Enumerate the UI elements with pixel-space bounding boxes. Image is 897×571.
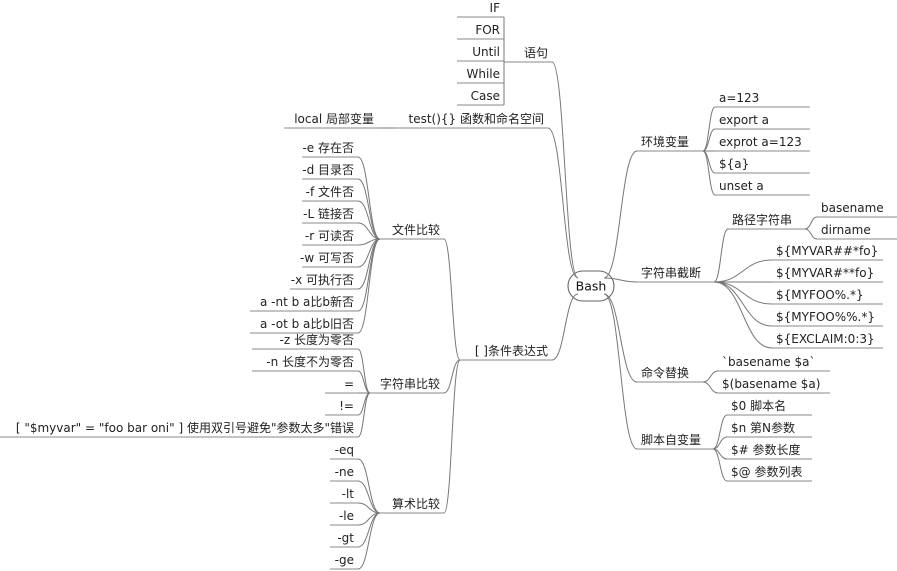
edge: [357, 502, 381, 514]
edge: [702, 381, 719, 394]
leaf-node: $# 参数长度: [731, 442, 801, 457]
leaf-node: -f 文件否: [306, 184, 354, 199]
edge: [702, 370, 719, 383]
leaf-node: export a: [719, 113, 769, 127]
leaf-node: =: [344, 377, 354, 391]
leaf-node: -z 长度为零否: [280, 332, 354, 347]
branch-node: 字符串比较: [380, 376, 440, 391]
leaf-node: ${MYFOO%%.*}: [776, 310, 875, 324]
leaf-node: $0 脚本名: [731, 398, 786, 413]
leaf-node: $n 第N参数: [731, 420, 795, 435]
edge: [357, 238, 381, 312]
edge: [702, 150, 716, 196]
edge: [443, 359, 461, 514]
edge: [713, 281, 773, 327]
leaf-node: -d 目录否: [302, 163, 354, 177]
edge: [804, 228, 818, 240]
leaf-node: basename: [821, 201, 884, 215]
edge: [713, 228, 729, 283]
edge: [357, 178, 381, 240]
leaf-node: $@ 参数列表: [731, 464, 802, 479]
edge: [547, 127, 579, 279]
edge: [357, 370, 371, 394]
edge: [443, 359, 461, 394]
edge: [713, 281, 773, 349]
leaf-node: IF: [490, 1, 501, 15]
edge: [712, 436, 728, 450]
leaf-node: a=123: [719, 91, 759, 105]
branch-node: 字符串截断: [641, 265, 701, 280]
leaf-node: a -ot b a比b旧否: [260, 317, 354, 331]
leaf-node: Until: [472, 45, 500, 59]
leaf-node: !=: [339, 399, 354, 413]
edge: [357, 392, 371, 438]
edge: [712, 448, 728, 482]
branch-node: 环境变量: [641, 134, 689, 149]
leaf-node: `basename $a`: [722, 355, 815, 369]
branch-node: test(){} 函数和命名空间: [409, 111, 545, 126]
edge: [551, 61, 579, 279]
leaf-node: ${a}: [719, 157, 749, 171]
edge: [357, 480, 381, 514]
edge: [713, 259, 773, 283]
leaf-node: FOR: [475, 23, 500, 37]
leaf-node: -eq: [335, 443, 354, 457]
leaf-node: -L 链接否: [303, 206, 354, 221]
edge: [357, 200, 381, 240]
edge: [702, 106, 716, 152]
branch-node: 文件比较: [392, 222, 440, 237]
leaf-node: -w 可写否: [300, 251, 354, 265]
edge: [603, 293, 638, 383]
edge: [551, 293, 579, 361]
leaf-node: -le: [339, 509, 354, 523]
edge: [713, 281, 773, 305]
leaf-node: unset a: [719, 179, 764, 193]
root-label: Bash: [576, 279, 607, 294]
leaf-node: ${MYFOO%.*}: [776, 288, 864, 302]
branch-node: 路径字符串: [732, 212, 792, 227]
leaf-node: Case: [471, 89, 500, 103]
edge: [357, 512, 381, 570]
branch-node: 算术比较: [392, 496, 440, 511]
branch-node: 脚本自变量: [641, 432, 701, 447]
leaf-node: -n 长度不为零否: [266, 354, 354, 369]
leaf-node: ${EXCLAIM:0:3}: [776, 332, 875, 346]
edge: [357, 348, 371, 394]
leaf-node: ${MYVAR##*fo}: [776, 244, 878, 258]
branch-node: 命令替换: [641, 365, 689, 380]
leaf-node: $(basename $a): [722, 377, 820, 391]
edge: [357, 458, 381, 514]
edge: [357, 238, 381, 334]
edge: [357, 156, 381, 240]
leaf-node: exprot a=123: [719, 135, 802, 149]
edge: [603, 150, 638, 279]
leaf-node: local 局部变量: [294, 111, 374, 126]
branch-node: 语句: [524, 46, 548, 60]
edge: [804, 216, 818, 230]
leaf-node: -lt: [342, 487, 355, 501]
edge: [357, 222, 381, 240]
leaf-node: -gt: [337, 531, 354, 545]
edge: [702, 128, 716, 152]
leaf-node: -e 存在否: [302, 141, 354, 155]
edge: [443, 238, 461, 361]
root-node: [567, 270, 615, 302]
edge: [357, 238, 381, 290]
leaf-node: ${MYVAR#**fo}: [776, 266, 874, 280]
leaf-node: -ge: [335, 553, 354, 567]
edge: [712, 414, 728, 450]
leaf-node: dirname: [821, 223, 871, 237]
leaf-node: -r 可读否: [305, 229, 354, 243]
leaf-node: -x 可执行否: [291, 273, 354, 287]
leaf-node: a -nt b a比b新否: [260, 294, 354, 309]
branch-node: [ ]条件表达式: [475, 344, 548, 358]
leaf-node: -ne: [335, 465, 354, 479]
edge: [603, 277, 638, 283]
leaf-node: [ "$myvar" = "foo bar oni" ] 使用双引号避免"参数太…: [16, 420, 354, 435]
leaf-node: While: [466, 67, 500, 81]
edge: [603, 293, 638, 450]
